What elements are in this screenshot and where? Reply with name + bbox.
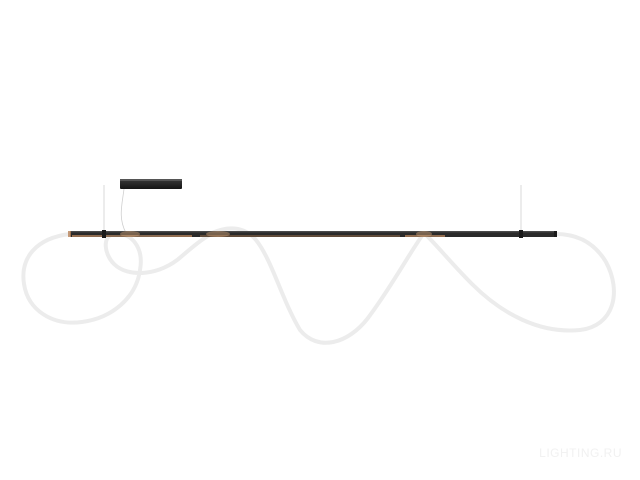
main-rail [68, 230, 557, 238]
flex-tube-left-loop [21, 231, 216, 325]
attach-glow-1 [120, 231, 140, 237]
tube-attachment-points [120, 231, 432, 237]
attach-glow-2 [206, 231, 230, 237]
right-clamp [519, 230, 523, 238]
rail-end-cap-left [68, 231, 71, 237]
rail-end-cap-right [554, 231, 557, 237]
attach-glow-3 [416, 231, 432, 237]
ceiling-canopy [120, 179, 182, 189]
rail-glow-right [405, 235, 445, 237]
suspension-wires [103, 185, 522, 234]
left-clamp [102, 230, 106, 238]
rail-glow-left [72, 235, 192, 237]
watermark-text: LIGHTING.RU [539, 446, 622, 460]
flex-tube-right-loop [422, 231, 616, 333]
flex-tube-middle-dip [210, 226, 426, 345]
power-cable [120, 188, 127, 234]
flexible-led-tube [21, 226, 616, 345]
rail-glow-middle [200, 235, 400, 237]
